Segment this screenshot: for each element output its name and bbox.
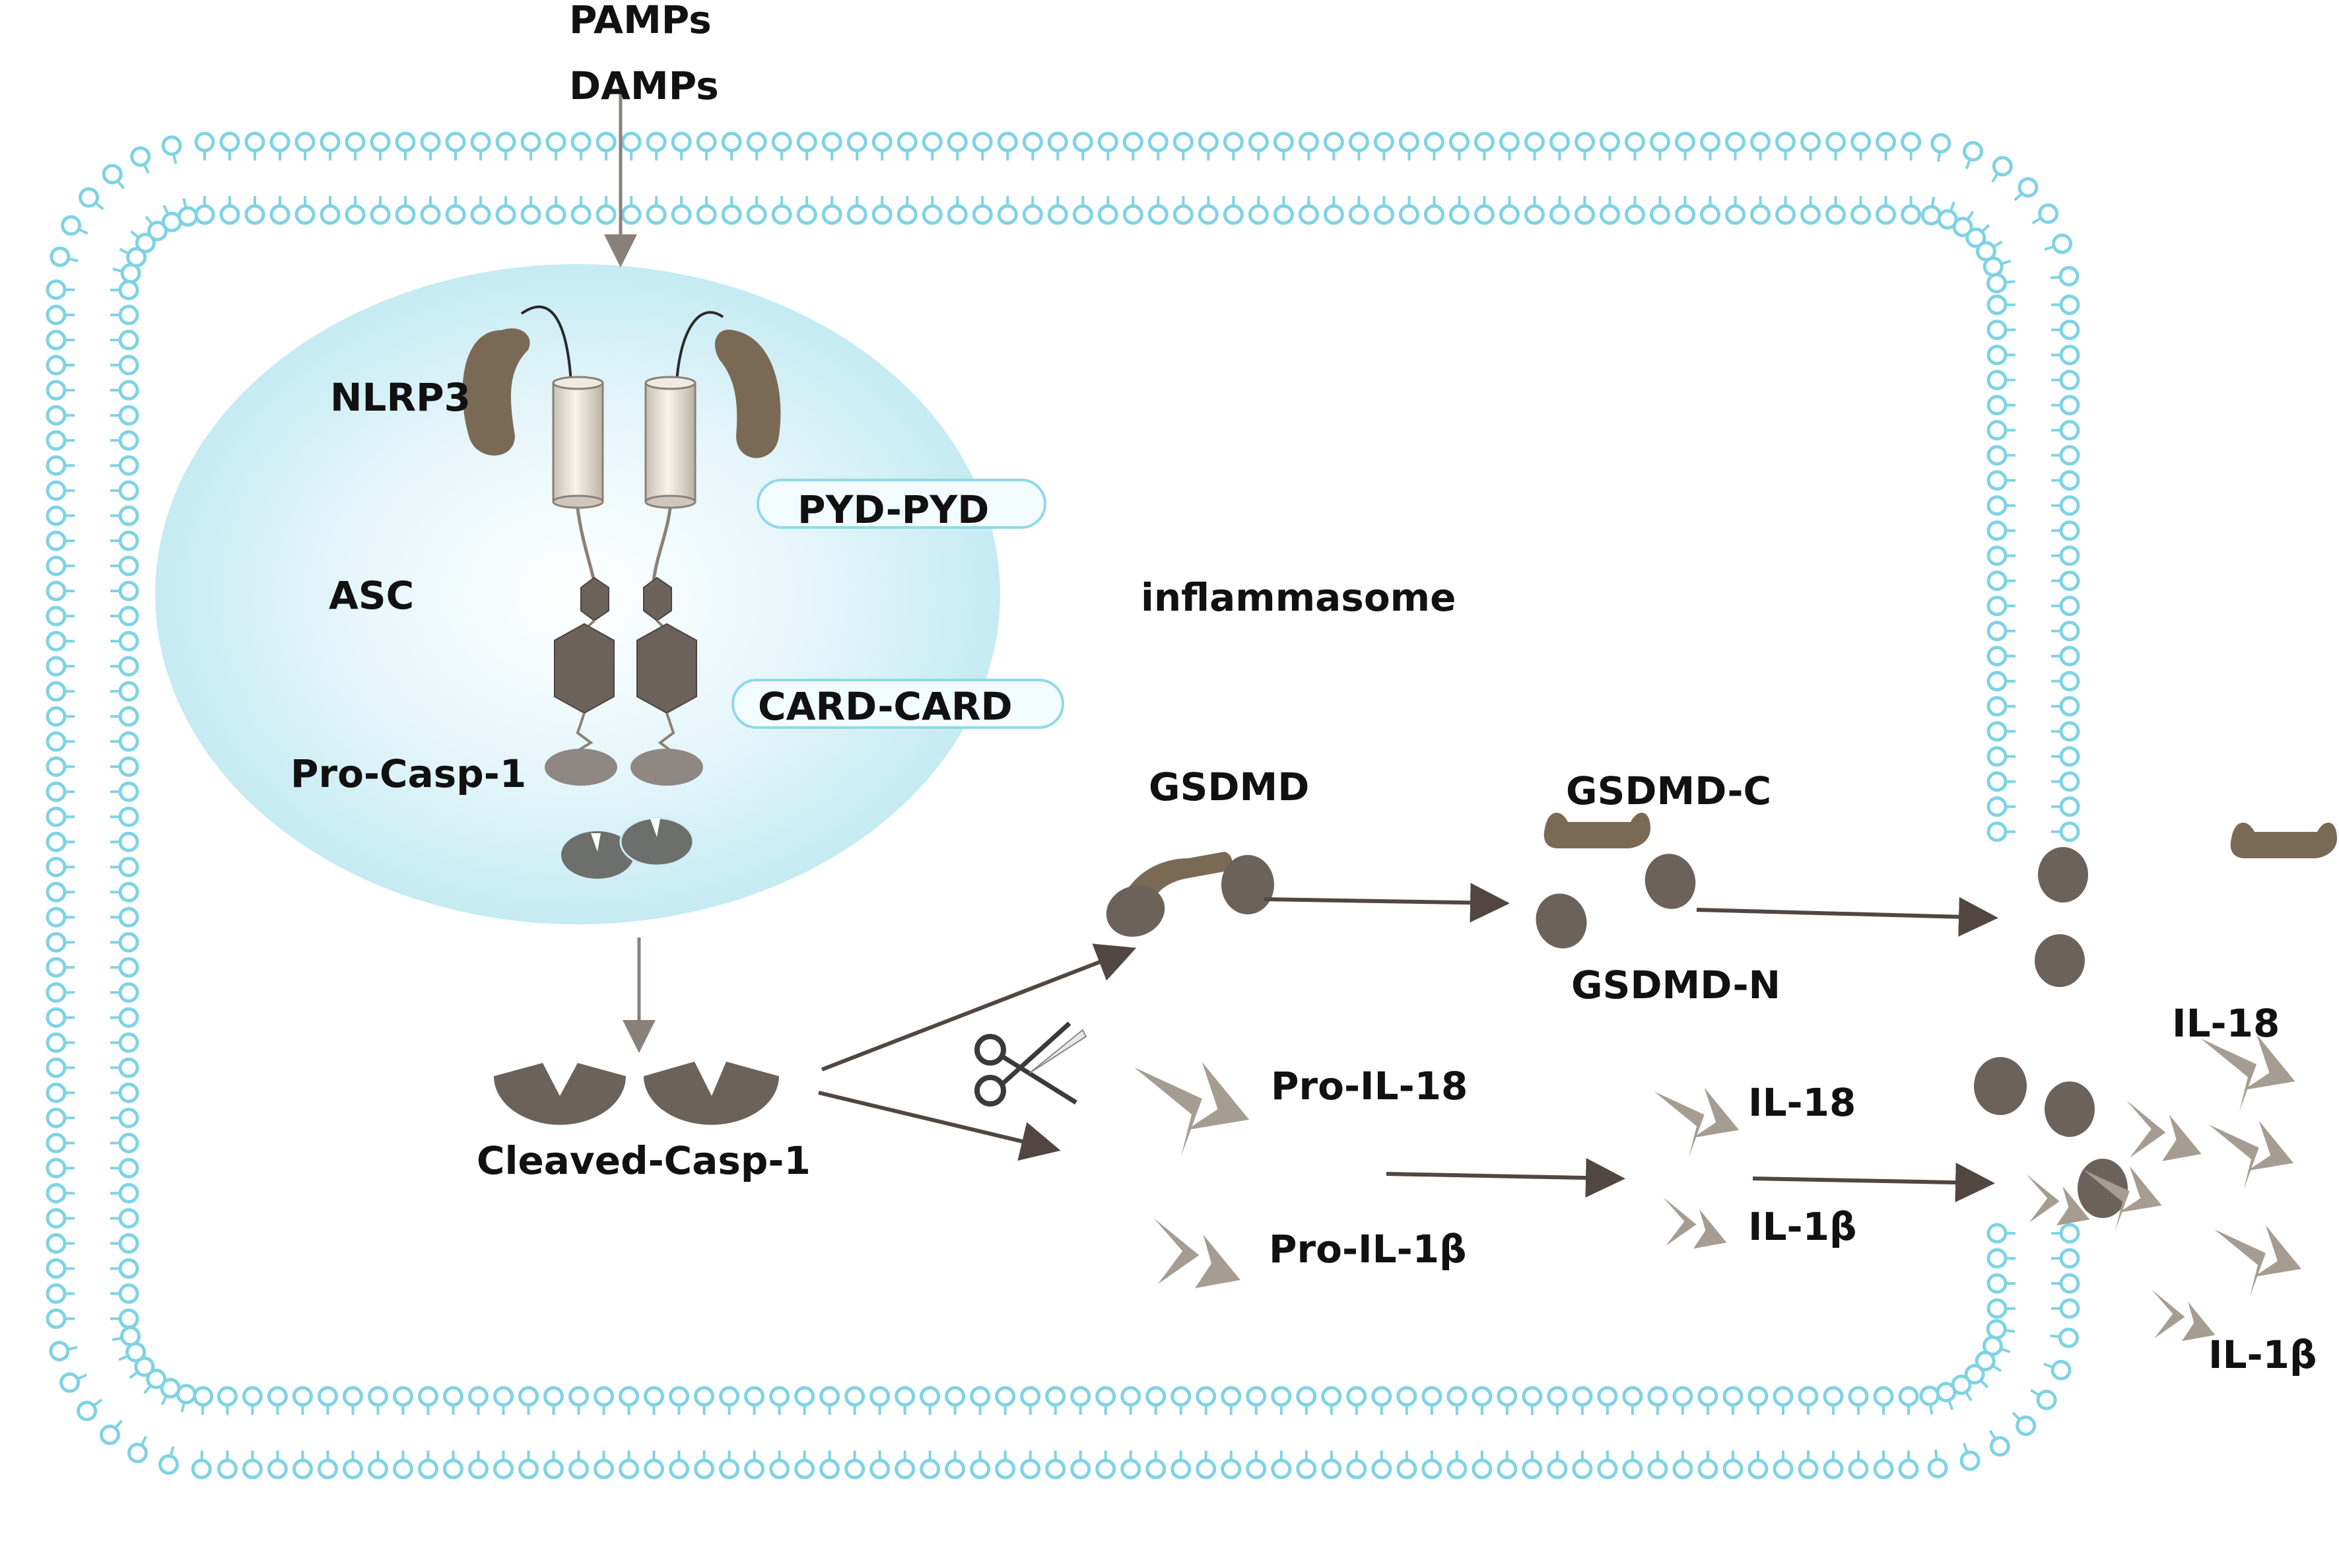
card-card-pill <box>731 679 1064 729</box>
pyd-pyd-pill <box>757 479 1046 529</box>
il18-molecule-inside <box>1654 1087 1740 1157</box>
label-il18-inside: IL-18 <box>1748 1080 1856 1125</box>
label-pro-il1b: Pro-IL-1β <box>1269 1227 1467 1272</box>
label-il1b-inside: IL-1β <box>1748 1204 1856 1249</box>
asc-card-left <box>554 623 615 714</box>
pro-il1b-molecule <box>1153 1218 1240 1289</box>
label-pro-casp1: Pro-Casp-1 <box>290 751 526 796</box>
label-damps: DAMPs <box>569 63 719 108</box>
casp-linker-left <box>573 712 593 754</box>
pro-casp1-left <box>545 749 617 786</box>
gsdmd-n-fragment-1 <box>1644 854 1696 909</box>
released-cytokines <box>2026 1034 2301 1342</box>
cleaved-casp1 <box>493 1062 779 1125</box>
label-card-card: CARD-CARD <box>758 684 1013 729</box>
arrow-il-release <box>1752 1163 1995 1203</box>
gsdmd-c-fragment <box>1543 813 1650 848</box>
pro-il18-molecule <box>1134 1062 1250 1157</box>
casp-linker-right <box>658 712 675 754</box>
gsdmd-c-outside <box>2230 823 2337 858</box>
nlrp3-linker-right <box>675 311 724 384</box>
stalk-left <box>576 508 596 582</box>
label-inflammasome: inflammasome <box>1141 575 1456 620</box>
label-pro-il18: Pro-IL-18 <box>1271 1064 1468 1108</box>
arrow-pro-il-maturation <box>1386 1158 1625 1198</box>
casp1-dimer-inflammasome <box>561 817 695 879</box>
label-il18-outside: IL-18 <box>2172 1001 2280 1046</box>
pro-casp1-right <box>630 749 703 786</box>
stalk-right <box>652 508 672 582</box>
nlrp3-cylinder-right <box>644 376 696 509</box>
label-cleaved-casp1: Cleaved-Casp-1 <box>477 1138 811 1183</box>
asc-card-right <box>636 623 697 714</box>
scissors-icon <box>974 1021 1087 1107</box>
arrow-gsdmd-cleavage <box>1264 883 1510 923</box>
gsdmd-full <box>1106 852 1274 937</box>
label-asc: ASC <box>329 573 414 618</box>
label-il1b-outside: IL-1β <box>2208 1332 2317 1377</box>
gsdmd-n-pores <box>1974 847 2128 1218</box>
label-gsdmd-n: GSDMD-N <box>1571 963 1780 1007</box>
nlrp3-arm-right <box>714 329 781 458</box>
gsdmd-n-fragment-2 <box>1536 893 1587 949</box>
asc-pyd-right <box>643 576 672 622</box>
inflammasome-ellipse <box>155 264 1000 924</box>
nlrp3-linker-left <box>520 305 572 384</box>
arrow-gsdmd-n-to-pore <box>1696 897 1998 937</box>
il1b-molecule-inside <box>1663 1197 1727 1249</box>
arrow-to-pro-il <box>818 1091 1061 1161</box>
label-gsdmd: GSDMD <box>1149 765 1309 809</box>
label-pyd-pyd: PYD-PYD <box>797 487 989 532</box>
arrow-to-gsdmd <box>821 943 1137 1072</box>
nlrp3-cylinder-left <box>552 376 604 509</box>
nlrp3-arm-left <box>462 328 530 456</box>
label-gsdmd-c: GSDMD-C <box>1566 768 1771 813</box>
cell-membrane <box>46 131 2080 1480</box>
asc-pyd-left <box>580 576 609 622</box>
label-nlrp3: NLRP3 <box>330 375 471 420</box>
label-pamps: PAMPs <box>569 0 712 42</box>
